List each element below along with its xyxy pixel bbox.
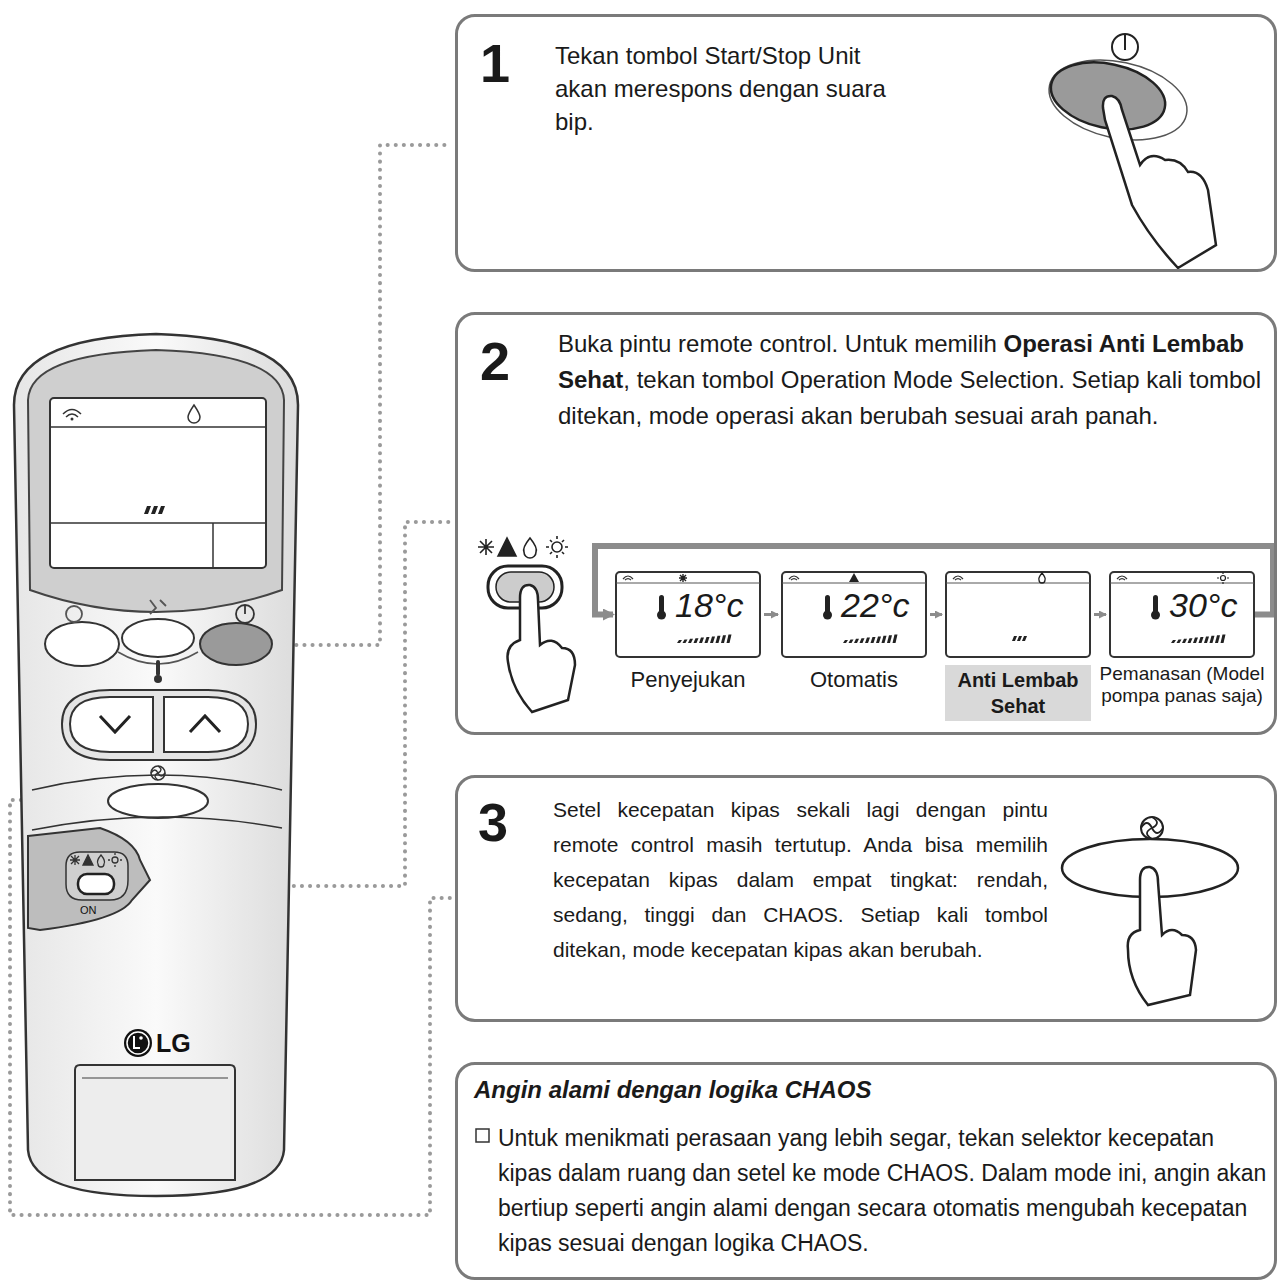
leader-lines [10,145,452,1215]
step-text: Setel kecepatan kipas sekali lagi dengan… [553,792,1048,967]
lcd-screen: 22°cOtomatis [781,571,927,658]
note-text: Untuk menikmati perasaan yang lebih sega… [498,1121,1268,1261]
step-text: Buka pintu remote control. Untuk memilih… [558,326,1263,434]
temperature-readout: 22°c [841,585,923,626]
brand-logo: LG [156,1029,191,1058]
note-box: Angin alami dengan logika CHAOS Untuk men… [455,1062,1277,1280]
step-box: 3 Setel kecepatan kipas sekali lagi denga… [455,775,1277,1022]
step-box: 1 Tekan tombol Start/Stop Unit akan meres… [455,14,1277,272]
step-number: 1 [480,31,510,96]
mode-label: Anti Lembab Sehat [945,665,1091,721]
lcd-screen: 30°cPemanasan (Model pompa panas saja) [1109,571,1255,658]
temperature-readout: 30°c [1169,585,1251,626]
step-number: 3 [478,790,508,855]
lcd-icons [945,571,1091,658]
mode-label: Otomatis [761,667,947,693]
step-number: 2 [480,329,510,394]
lcd-screen: 18°cPenyejukan [615,571,761,658]
step-box: 2 Buka pintu remote control. Untuk memili… [455,312,1277,735]
mode-label: Pemanasan (Model pompa panas saja) [1089,663,1275,707]
button-label: ON [80,904,97,916]
sequence-arrow [930,613,942,616]
sequence-arrow [764,613,778,616]
temperature-readout: 18°c [675,585,757,626]
lcd-screen: Anti Lembab Sehat [945,571,1091,658]
step-text: Tekan tombol Start/Stop Unit akan meresp… [555,39,915,138]
sequence-arrow [1094,613,1106,616]
mode-label: Penyejukan [595,667,781,693]
note-title: Angin alami dengan logika CHAOS [474,1075,1254,1104]
